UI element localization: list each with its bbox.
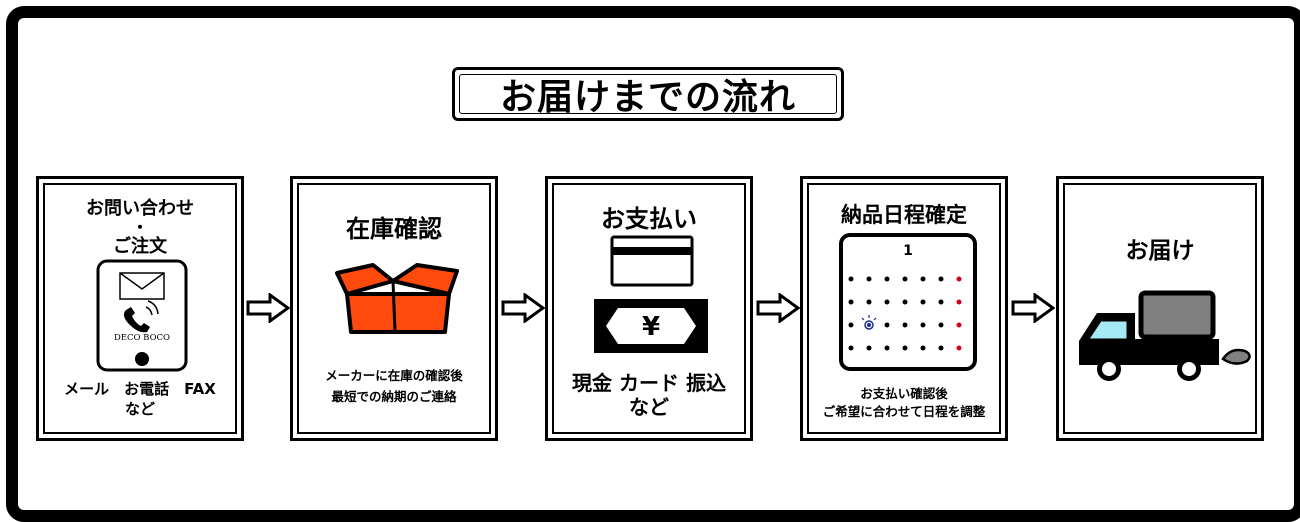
card-inner-border <box>1063 183 1257 434</box>
step-caption-line1: 現金 カード 振込 <box>572 371 726 395</box>
step-card-delivery: お届け <box>1056 176 1264 441</box>
page-title-box: お届けまでの流れ <box>452 67 844 121</box>
step-card-delivery-schedule: 納品日程確定 1 お支払い確認後 ご希望に合わせて日程を調整 <box>800 176 1008 441</box>
phone-call-icon <box>123 300 159 333</box>
selected-date-marker-icon <box>861 315 877 330</box>
step-caption: お支払い確認後 ご希望に合わせて日程を調整 <box>803 385 1005 421</box>
step-title-line2: ご注文 <box>113 236 167 257</box>
phone-brand-label: DECO BOCO <box>114 333 170 343</box>
step-title-line1: お問い合わせ <box>86 198 194 219</box>
credit-card-icon <box>610 235 694 287</box>
calendar-red-dots <box>956 276 962 351</box>
step-caption-line2: 最短での納期のご連絡 <box>331 389 457 404</box>
title-box-inner-border <box>459 74 837 114</box>
page-title: お届けまでの流れ <box>499 77 796 118</box>
card-inner-border <box>552 183 746 434</box>
arrow-right-icon <box>501 293 545 323</box>
step-card-inquiry: お問い合わせ ・ ご注文 DECO BOCO メール お電話 FAX など <box>36 176 244 441</box>
truck-wheel-icon <box>1097 357 1121 381</box>
step-caption-line2: など <box>124 400 155 418</box>
card-inner-border <box>43 183 237 434</box>
step-caption-line1: お支払い確認後 <box>860 386 948 401</box>
cardboard-box-icon <box>335 263 459 334</box>
step-caption-line2: ご希望に合わせて日程を調整 <box>822 404 986 419</box>
delivery-truck-icon <box>1079 290 1251 381</box>
calendar-icon: 1 <box>839 233 977 371</box>
card-inner-border <box>807 183 1001 434</box>
step-title: 在庫確認 <box>346 215 442 243</box>
step-caption-line1: メール お電話 FAX <box>64 380 216 398</box>
step-title-dot: ・ <box>131 218 148 237</box>
step-caption-line2: など <box>629 395 669 419</box>
step-card-payment: お支払い ¥ 現金 カード 振込 など <box>545 176 753 441</box>
card-inner-border <box>297 183 491 434</box>
step-title: お届け <box>1125 238 1195 264</box>
step-title: お問い合わせ ・ ご注文 <box>39 197 241 259</box>
exhaust-smoke-icon <box>1221 348 1251 365</box>
step-caption: メール お電話 FAX など <box>39 379 241 419</box>
arrow-right-icon <box>756 293 800 323</box>
smartphone-icon: DECO BOCO <box>96 259 188 372</box>
yen-symbol: ¥ <box>642 312 660 342</box>
calendar-day-label: 1 <box>903 243 913 259</box>
mail-icon <box>119 272 165 300</box>
step-caption: メーカーに在庫の確認後 最短での納期のご連絡 <box>293 365 495 407</box>
step-caption-line1: メーカーに在庫の確認後 <box>325 368 463 383</box>
step-title: お支払い <box>601 205 697 233</box>
step-title: 納品日程確定 <box>841 203 967 227</box>
arrow-right-icon <box>1011 293 1055 323</box>
banknote-icon: ¥ <box>594 299 708 353</box>
arrow-right-icon <box>246 293 290 323</box>
home-button-icon <box>135 352 149 366</box>
step-caption: 現金 カード 振込 など <box>548 371 750 419</box>
truck-wheel-icon <box>1177 357 1201 381</box>
step-card-stock-check: 在庫確認 メーカーに在庫の確認後 最短での納期のご連絡 <box>290 176 498 441</box>
calendar-dots <box>848 276 944 351</box>
